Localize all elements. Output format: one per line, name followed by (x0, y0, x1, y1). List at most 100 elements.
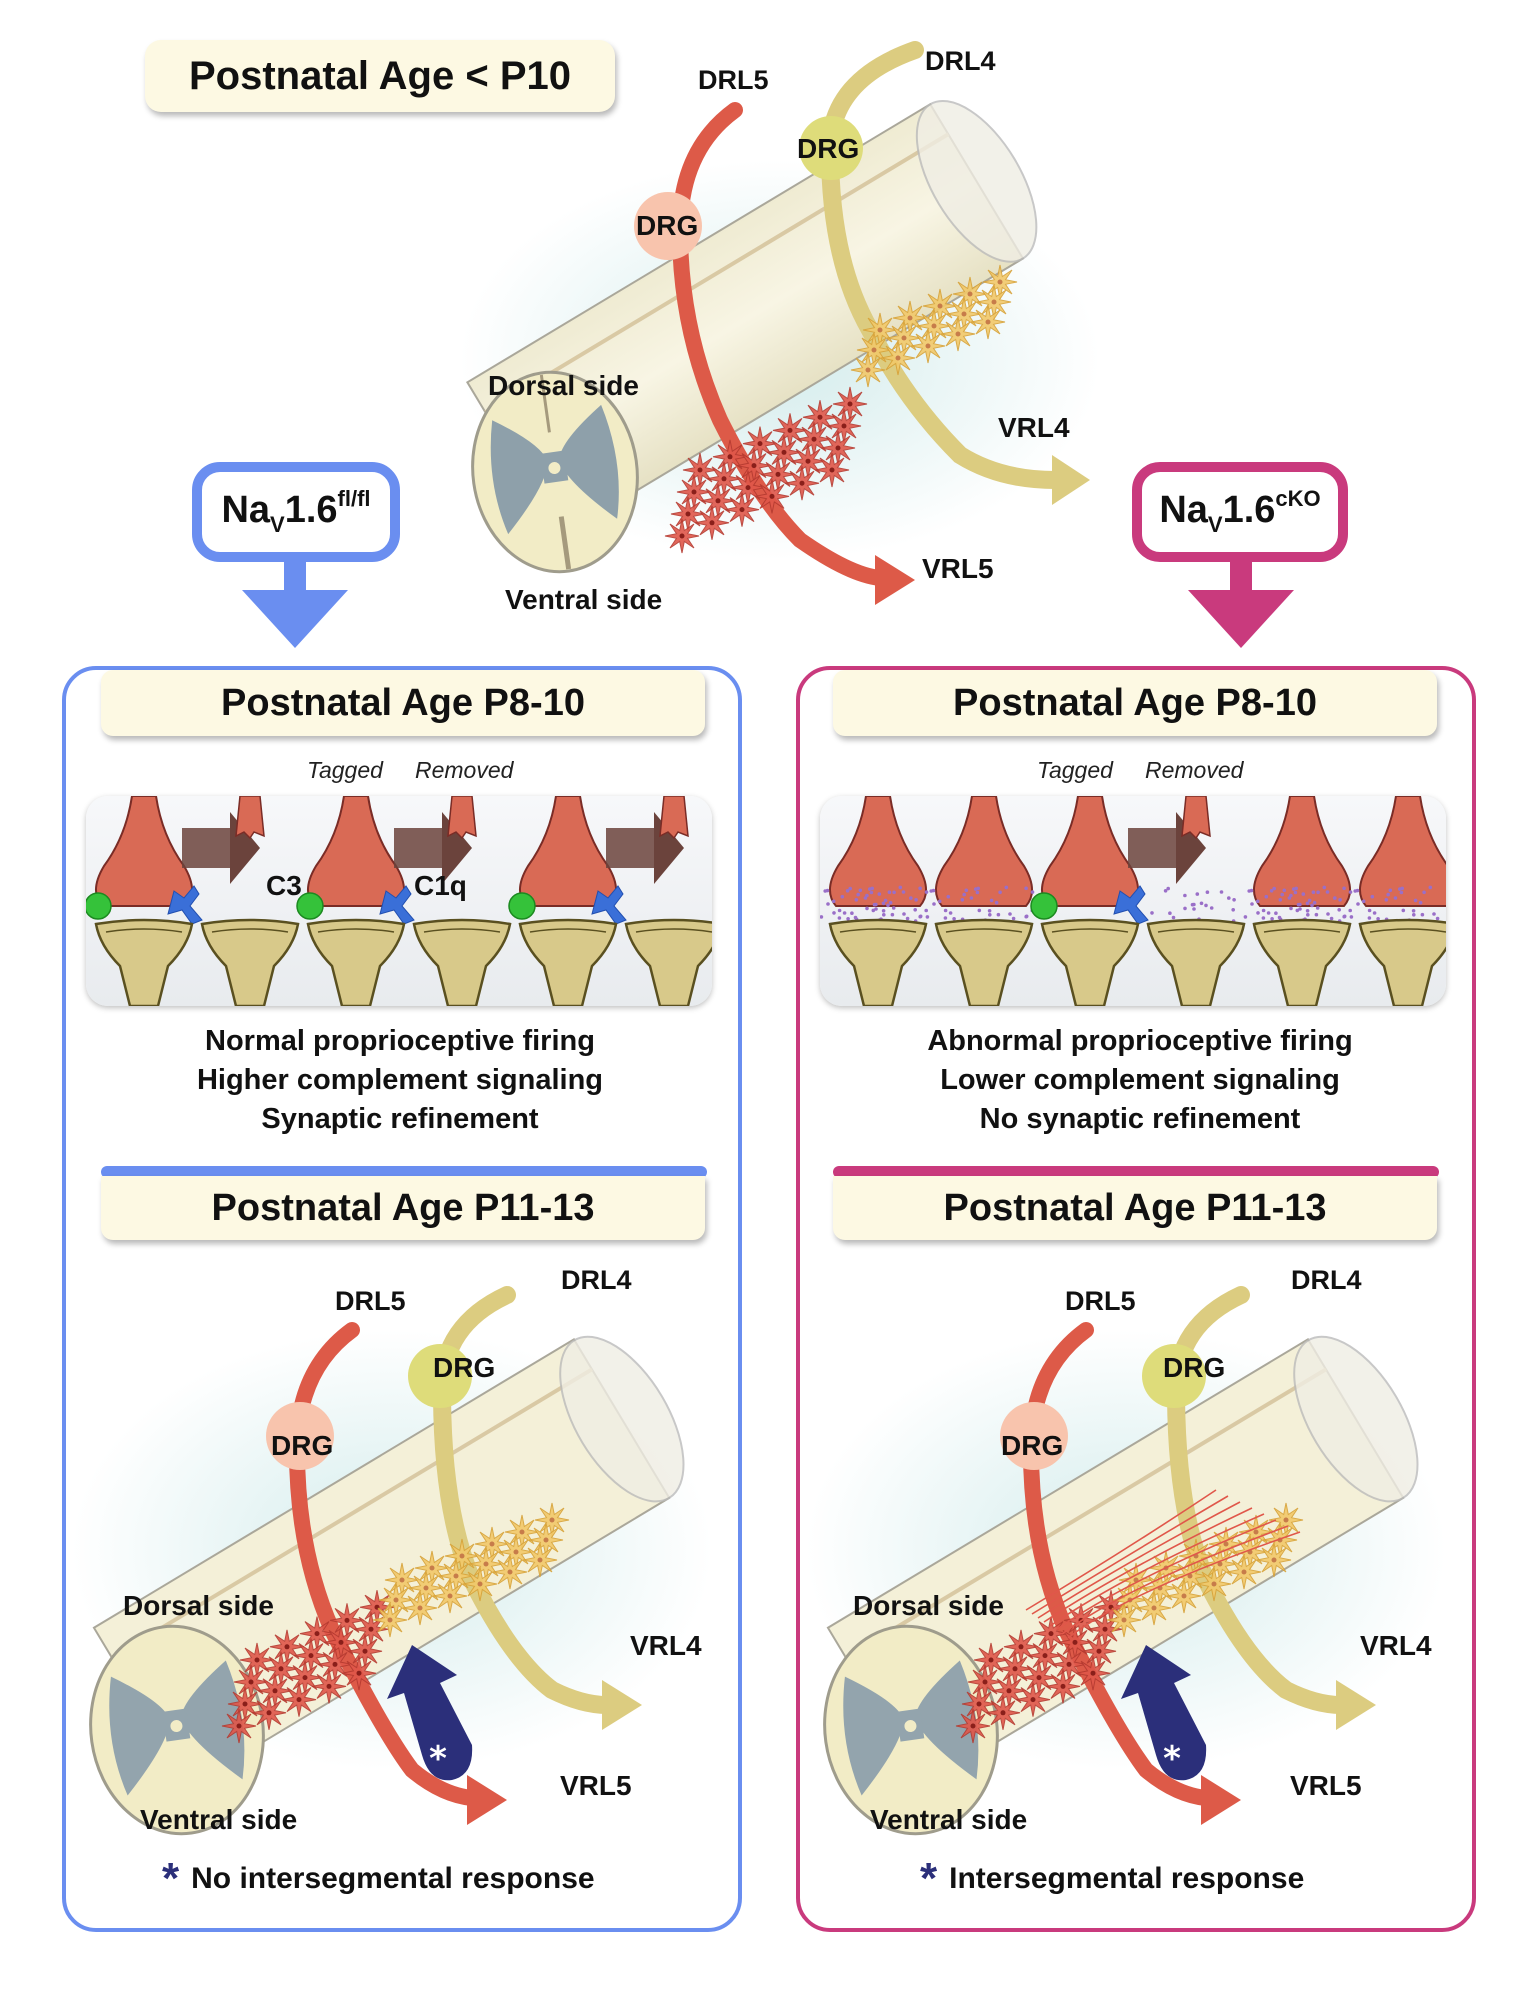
vesicle (1183, 906, 1187, 911)
top-age-title: Postnatal Age < P10 (145, 40, 615, 112)
neuron-nucleus (970, 1723, 976, 1729)
vesicle (931, 888, 936, 893)
stimulus-arrow: * (1121, 1645, 1207, 1781)
drg-red-body (1000, 1402, 1068, 1470)
vesicle (1261, 908, 1266, 913)
presynaptic-terminal (307, 796, 405, 907)
presynaptic-terminal (95, 796, 193, 907)
neuron-nucleus (967, 291, 973, 297)
cko-late-illustration: * (796, 1250, 1468, 1850)
postsynaptic-dendrite (828, 918, 928, 1006)
vesicle (1411, 909, 1416, 913)
neuron-nucleus (697, 467, 703, 473)
neuron-nucleus (829, 467, 835, 473)
vesicle (1209, 906, 1214, 910)
postsynaptic-dendrite (94, 918, 194, 1006)
neuron-nucleus (799, 480, 805, 486)
neuron-nucleus (1036, 1675, 1042, 1681)
vesicle (1342, 914, 1347, 919)
control-vrl4-label: VRL4 (630, 1630, 702, 1661)
top-vrl4-label: VRL4 (998, 412, 1070, 443)
vesicle (1337, 908, 1341, 912)
red-projection (1025, 1489, 1217, 1611)
vesicle (1269, 889, 1274, 893)
drl4-fiber (820, 41, 1064, 489)
vesicle (977, 908, 982, 913)
cko-summary: Abnormal proprioceptive firing Lower com… (830, 1022, 1450, 1139)
vesicle (872, 902, 877, 907)
neuron-nucleus (721, 476, 727, 482)
vesicle (892, 890, 896, 895)
neuron-nucleus (1211, 1581, 1217, 1587)
neuron-nucleus (988, 1657, 994, 1663)
vesicle (946, 894, 951, 899)
vesicle (1372, 911, 1377, 915)
cord-end (559, 1335, 685, 1503)
neuron-nucleus (362, 1648, 368, 1654)
genotype-cko-box: NaV1.6cKO (1132, 462, 1348, 562)
top-dorsal-label: Dorsal side (488, 370, 639, 401)
neuron-nucleus (254, 1657, 260, 1663)
neuron-nucleus (895, 355, 901, 361)
neuron-nucleus (1151, 1605, 1157, 1611)
postsynaptic-dendrite (624, 918, 712, 1006)
cko-down-arrow (1188, 560, 1294, 648)
vesicle (1356, 902, 1360, 906)
vesicle (1011, 916, 1016, 921)
vesicle (888, 900, 893, 905)
genotype-control: NaV1.6fl/fl (192, 462, 402, 648)
vesicle (1030, 890, 1035, 894)
neuron-nucleus (1006, 1688, 1012, 1694)
neuron-nucleus (417, 1605, 423, 1611)
top-drg-red-label: DRG (636, 210, 699, 241)
vesicle (1204, 903, 1208, 908)
vesicle (1348, 908, 1352, 913)
vesicle (1333, 896, 1337, 900)
vesicle (856, 892, 860, 897)
vesicle (1171, 915, 1176, 920)
vesicle (1432, 912, 1436, 916)
vesicle (853, 915, 858, 920)
vesicle (1264, 894, 1269, 899)
red-motor-neuron-cluster (664, 386, 868, 554)
vesicle (962, 892, 966, 897)
grey-matter-left (109, 1676, 170, 1796)
cko-vrl4-label: VRL4 (1360, 1630, 1432, 1661)
cko-footnote: * Intersegmental response (920, 1854, 1304, 1903)
vesicle (1205, 890, 1210, 894)
control-tagged-label: Tagged (307, 757, 383, 783)
neuron-nucleus (429, 1565, 435, 1571)
cko-synapse-svg (820, 796, 1446, 1006)
vesicle (1295, 908, 1300, 913)
grey-matter-right (181, 1660, 245, 1780)
vesicle (1305, 909, 1310, 913)
vesicle (1301, 892, 1306, 896)
vesicle (901, 890, 906, 894)
neuron-nucleus (356, 1670, 362, 1676)
vesicle (832, 911, 836, 915)
vesicle (837, 916, 842, 920)
vesicle (887, 890, 892, 894)
neuron-nucleus (537, 1557, 543, 1563)
cko-summary-line-1: Abnormal proprioceptive firing (927, 1025, 1353, 1057)
neuron-nucleus (931, 323, 937, 329)
control-late-illustration: * (62, 1250, 734, 1850)
vesicle (998, 890, 1002, 895)
vesicle (914, 898, 918, 902)
vesicle (1315, 906, 1320, 910)
vesicle (871, 908, 876, 913)
neuron-nucleus (781, 449, 787, 455)
asterisk-icon: * (920, 1854, 938, 1903)
postsynaptic-dendrite (518, 918, 618, 1006)
vesicle (1348, 890, 1353, 894)
neuron-nucleus (751, 463, 757, 469)
c3-tag-icon (1030, 892, 1058, 920)
vesicle (1024, 914, 1029, 919)
vesicle (909, 896, 913, 900)
vesicle (1150, 911, 1154, 915)
vrl4-arrowhead (1052, 455, 1090, 505)
dendrite-edge (839, 928, 917, 933)
top-vrl5-label: VRL5 (922, 553, 994, 584)
neuron-nucleus (326, 1683, 332, 1689)
neuron-nucleus (489, 1541, 495, 1547)
